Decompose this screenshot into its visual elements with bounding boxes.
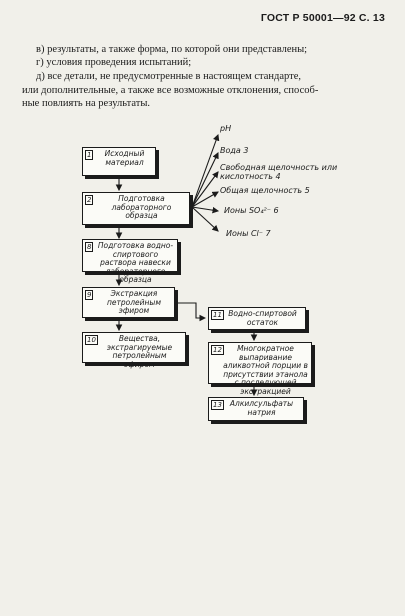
- page-header: ГОСТ Р 50001—92 С. 13: [260, 12, 385, 24]
- item-g: г) условия проведения испытаний;: [36, 57, 192, 68]
- box-13: 13 Алкилсульфаты натрия: [208, 397, 304, 421]
- output-ph: pH: [220, 124, 232, 133]
- box-12: 12 Многократное выпаривание аликвотной п…: [208, 342, 312, 404]
- output-free-alkalinity: Свободная щелочность или кислотность 4: [220, 163, 338, 181]
- item-b: в) результаты, а также форма, по которой…: [36, 44, 308, 55]
- item-d-line3: ные повлиять на результаты.: [22, 98, 150, 109]
- output-total-alkalinity: Общая щелочность 5: [220, 186, 310, 195]
- box-10: 10 Вещества, экстрагируемые петролейным …: [82, 332, 186, 368]
- box-2: 2 Подготовка лабораторного образца: [82, 192, 190, 225]
- box-1: 1 Исходный материал: [82, 147, 156, 176]
- item-d-line2: или дополнительные, а также все возможны…: [22, 85, 319, 96]
- box-11: 11 Водно-спиртовой остаток: [208, 307, 306, 330]
- output-sulfate-ions: Ионы SO₄²⁻ 6: [224, 206, 279, 215]
- box-8: 8 Подготовка водно-спиртового раствора н…: [82, 239, 178, 284]
- box-9: 9 Экстракция петролейным эфиром: [82, 287, 175, 318]
- item-d-line1: д) все детали, не предусмотренные в наст…: [36, 71, 302, 82]
- output-chloride-ions: Ионы Cl⁻ 7: [226, 229, 271, 238]
- output-water: Вода 3: [220, 146, 249, 155]
